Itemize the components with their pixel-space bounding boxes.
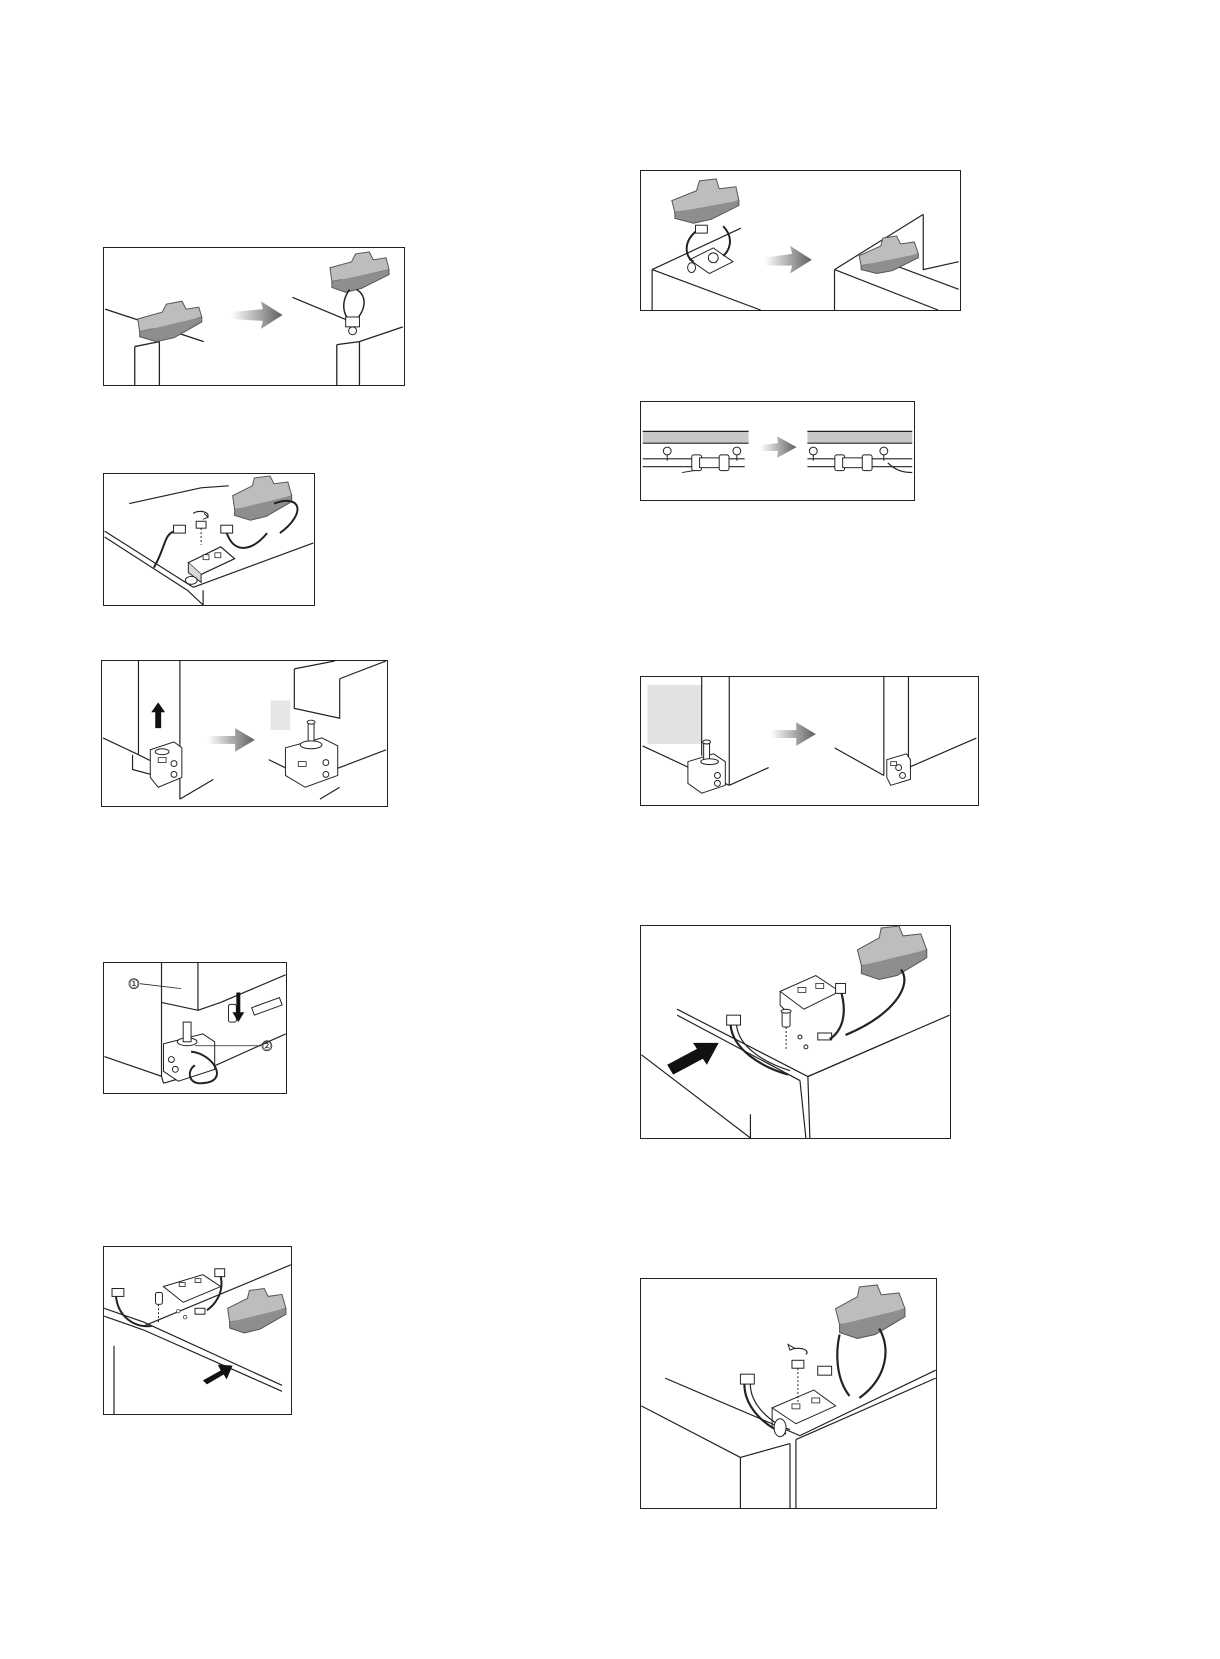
figure-hinge-screw-removal: [103, 473, 315, 606]
up-arrow-icon: [151, 702, 165, 728]
figure-tighten-hinge-screw: [640, 1278, 937, 1509]
figure-lower-door-placement: [640, 676, 979, 806]
figure-reinstall-door-callouts: ① ②: [103, 962, 287, 1094]
callout-2: ②: [262, 1040, 272, 1053]
right-arrow-icon: [760, 436, 796, 458]
figure-refit-hinge-cover: [640, 170, 961, 311]
right-arrow-icon: [208, 728, 255, 752]
right-arrow-icon: [765, 246, 812, 274]
right-arrow-icon: [231, 301, 282, 329]
right-arrow-icon: [771, 722, 816, 746]
screw-rotate-icon: [193, 511, 208, 545]
figure-remove-hinge-cover: [103, 247, 405, 386]
hinge-cover-part: [138, 301, 202, 341]
figure-tube-joint: [640, 401, 915, 501]
screw-rotate-icon: [788, 1344, 807, 1401]
figure-push-door-hinge: [103, 1246, 292, 1415]
push-arrow-icon: [203, 1365, 233, 1385]
push-arrow-icon: [667, 1043, 719, 1075]
figure-refit-upper-hinge: [640, 925, 951, 1139]
callout-1: ①: [129, 978, 139, 991]
figure-lift-door: [101, 660, 388, 807]
